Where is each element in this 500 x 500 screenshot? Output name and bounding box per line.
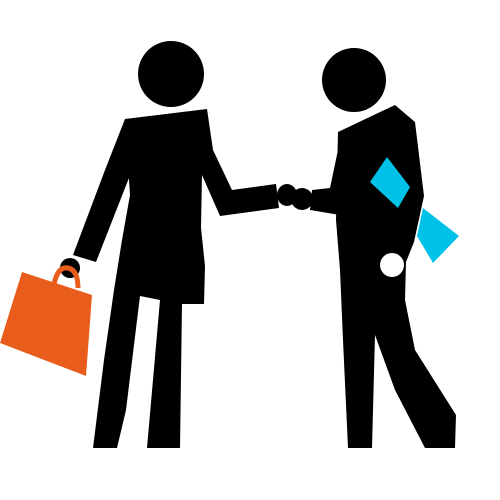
briefcase-handle — [51, 265, 81, 289]
right-person-arm — [310, 150, 345, 215]
left-person — [60, 41, 297, 448]
left-person-head — [138, 41, 204, 107]
folder-bottom — [417, 208, 459, 263]
left-person-body — [93, 109, 279, 448]
right-person-body — [336, 105, 456, 448]
folder-top — [370, 157, 410, 208]
briefcase-body — [0, 272, 92, 376]
left-person-arm — [73, 119, 136, 262]
right-person-head — [322, 48, 386, 112]
briefcase — [0, 265, 92, 376]
right-person-hand — [291, 188, 313, 210]
jacket-button — [380, 253, 404, 277]
right-person — [291, 48, 459, 448]
